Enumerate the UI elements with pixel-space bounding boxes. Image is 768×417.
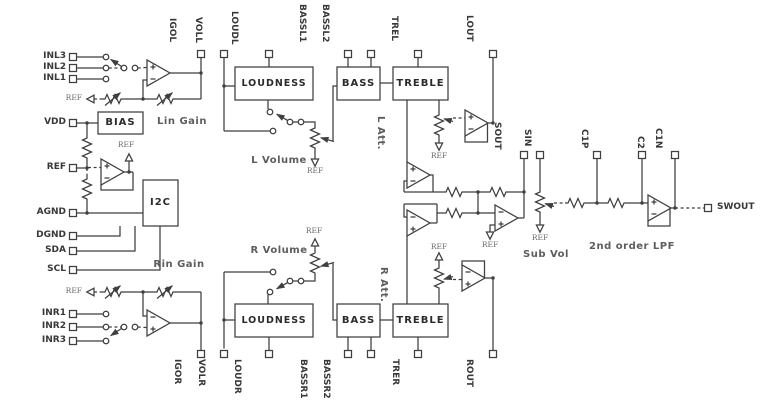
- pin-bassr2: [366, 349, 376, 359]
- pin-inl1: [68, 74, 78, 84]
- pin-vdd: [68, 118, 78, 128]
- loudness-l-block-label: LOUDNESS: [241, 78, 307, 89]
- pin-label-c1p: C1P: [579, 129, 589, 149]
- pin-agnd: [68, 208, 78, 218]
- switch-contacts: [102, 53, 305, 345]
- r-att-label: R Att.: [378, 267, 389, 303]
- pin-sin: [535, 150, 545, 160]
- pin-label-dgnd: DGND: [36, 230, 66, 240]
- pin-voll: [219, 49, 229, 59]
- ref-net-label: REF: [430, 151, 448, 160]
- pin-label-volr: VOLR: [196, 359, 206, 387]
- pin-label-lout: LOUT: [464, 15, 474, 42]
- pin-label-bassl1: BASSL1: [297, 4, 307, 43]
- pin-label-sda: SDA: [45, 245, 66, 255]
- treble-r-block-label: TREBLE: [396, 315, 445, 326]
- pin-label-inr2: INR2: [41, 321, 66, 331]
- rin-gain-label: Rin Gain: [153, 259, 205, 270]
- pin-squares: [68, 49, 713, 359]
- pin-label-inl3: INL3: [43, 51, 66, 61]
- pin-c1p: [592, 150, 602, 160]
- pin-label-igol: IGOL: [167, 18, 177, 43]
- treble-l-block-label: TREBLE: [396, 78, 445, 89]
- i2c-block-label: I2C: [149, 197, 172, 208]
- pin-bassr1: [343, 349, 353, 359]
- pin-label-igor: IGOR: [172, 359, 182, 385]
- pin-sout: [519, 150, 529, 160]
- bass-l-block-label: BASS: [341, 78, 376, 89]
- pin-trel: [413, 49, 423, 59]
- pin-inl2: [68, 63, 78, 73]
- pin-trer: [413, 349, 423, 359]
- ref-net-label: REF: [305, 226, 323, 235]
- pin-swout: [703, 203, 713, 213]
- pin-lout: [488, 49, 498, 59]
- pin-volr: [219, 349, 229, 359]
- pin-label-inr3: INR3: [41, 335, 66, 345]
- pin-inr2: [68, 322, 78, 332]
- pin-igor: [196, 349, 206, 359]
- bass-r-block-label: BASS: [341, 315, 376, 326]
- pin-label-sin: SIN: [522, 129, 532, 147]
- pin-label-swout: SWOUT: [717, 202, 755, 212]
- pin-loudl: [264, 49, 274, 59]
- pin-label-sout: SOUT: [492, 122, 502, 150]
- pin-label-rout: ROUT: [464, 359, 474, 388]
- pin-label-inl1: INL1: [43, 73, 66, 83]
- l-att-label: L Att.: [375, 116, 386, 150]
- pin-label-inl2: INL2: [43, 62, 66, 72]
- pin-scl: [68, 265, 78, 275]
- pin-c2: [637, 150, 647, 160]
- lin-gain-label: Lin Gain: [157, 116, 207, 127]
- pin-inl3: [68, 52, 78, 62]
- pin-igol: [196, 49, 206, 59]
- pin-inr1: [68, 309, 78, 319]
- loudness-r-block-label: LOUDNESS: [241, 315, 307, 326]
- pin-label-bassr1: BASSR1: [298, 359, 308, 399]
- pin-loudr: [264, 349, 274, 359]
- ref-net-label: REF: [430, 242, 448, 251]
- pin-ref: [68, 163, 78, 173]
- lpf-label: 2nd order LPF: [589, 241, 675, 252]
- pin-bassl2: [366, 49, 376, 59]
- junction-dots: [85, 71, 677, 325]
- ref-net-label: REF: [306, 166, 324, 175]
- pin-label-c1n: C1N: [653, 128, 663, 149]
- pin-label-scl: SCL: [47, 264, 66, 274]
- ref-net-label: REF: [65, 93, 82, 102]
- pin-label-loudr: LOUDR: [232, 359, 242, 394]
- sub-vol-label: Sub Vol: [523, 249, 569, 260]
- pin-label-trer: TRER: [390, 359, 400, 386]
- pin-label-ref: REF: [46, 162, 66, 172]
- dashed-wires: [86, 66, 705, 329]
- pin-c1n: [670, 150, 680, 160]
- r-volume-label: R Volume: [250, 245, 308, 256]
- pin-label-trel: TREL: [389, 16, 399, 41]
- ref-net-label: REF: [531, 233, 549, 242]
- ref-net-label: REF: [117, 140, 135, 149]
- bias-block-label: BIAS: [105, 117, 136, 128]
- pin-label-vdd: VDD: [44, 117, 66, 127]
- pin-rout: [488, 349, 498, 359]
- pin-sda: [68, 246, 78, 256]
- arrows: [104, 58, 555, 337]
- pin-label-agnd: AGND: [36, 207, 66, 217]
- l-volume-label: L Volume: [251, 155, 307, 166]
- pin-label-loudl: LOUDL: [229, 11, 239, 45]
- pin-dgnd: [68, 231, 78, 241]
- pin-label-c2: C2: [635, 136, 645, 149]
- pin-label-bassl2: BASSL2: [320, 4, 330, 43]
- ref-arrows: [85, 94, 545, 297]
- pin-inr3: [68, 336, 78, 346]
- ref-net-label: REF: [65, 286, 82, 295]
- pin-label-bassr2: BASSR2: [321, 359, 331, 399]
- ref-net-label: REF: [481, 240, 499, 249]
- pin-label-inr1: INR1: [41, 308, 66, 318]
- pin-label-voll: VOLL: [193, 17, 203, 43]
- pin-bassl1: [343, 49, 353, 59]
